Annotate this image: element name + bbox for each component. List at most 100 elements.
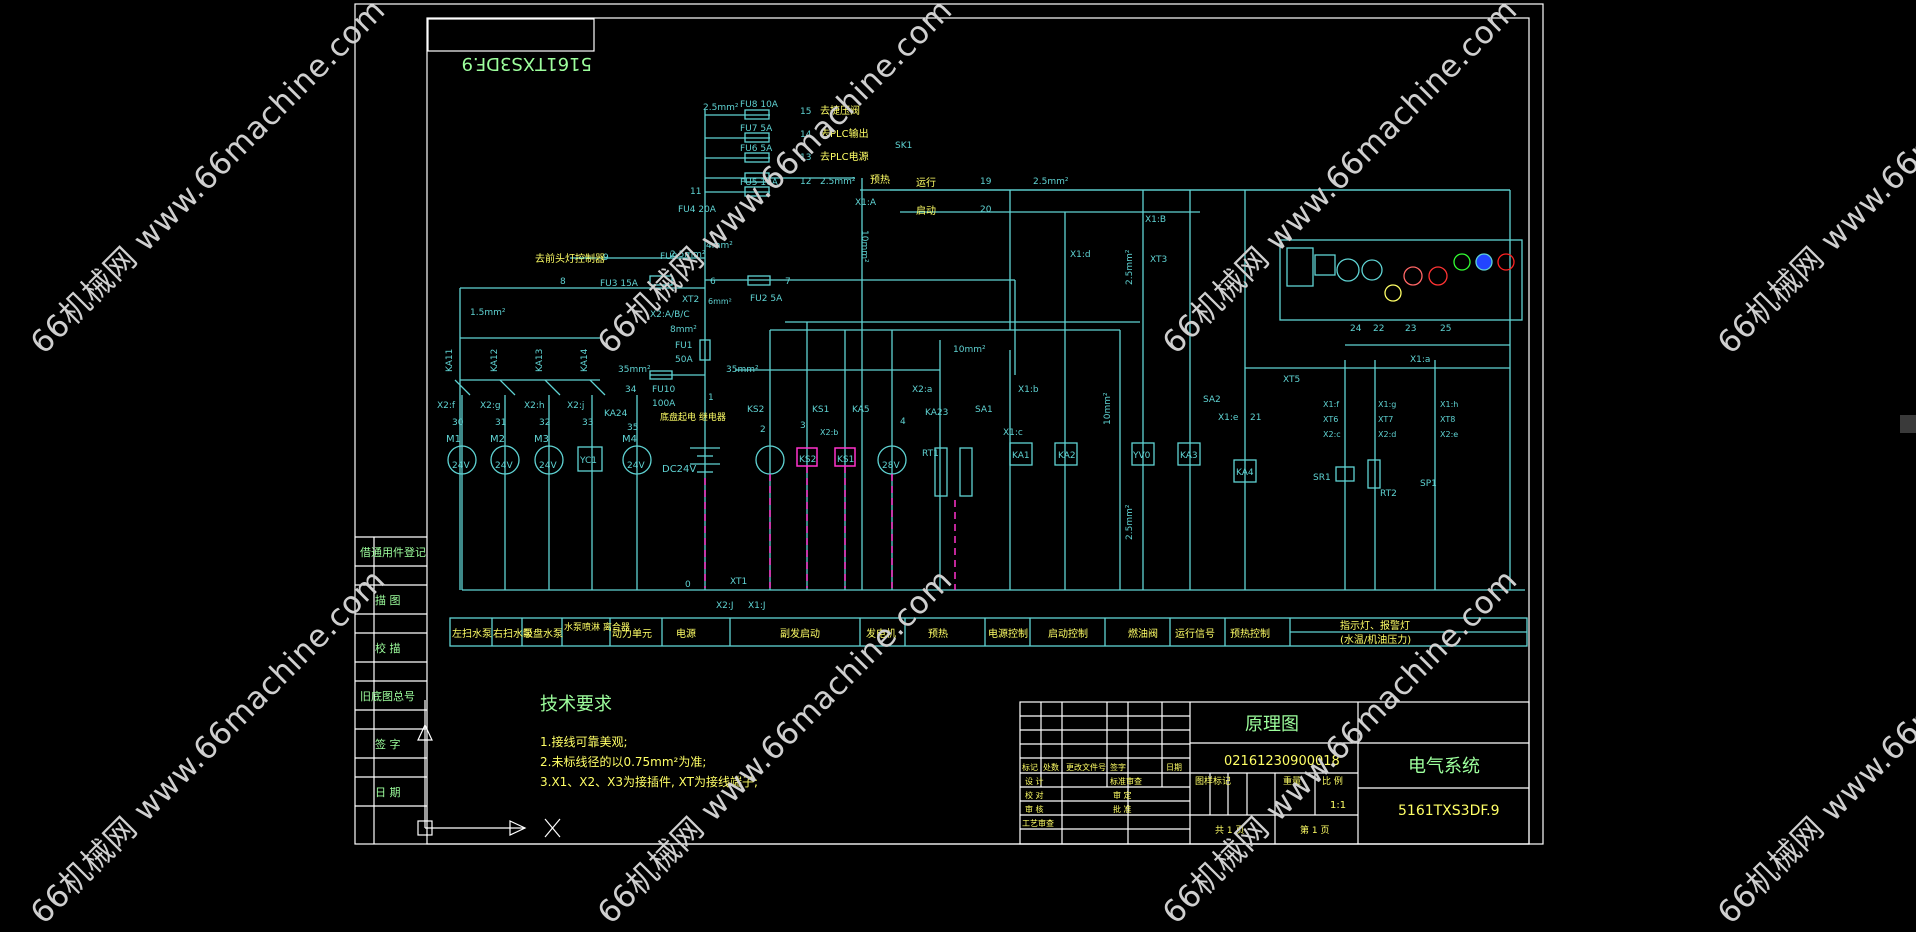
stage-header: 比 例 [1322, 775, 1343, 787]
wire-no: 13 [800, 153, 811, 163]
fuse-name: FU1 [675, 341, 693, 351]
wire-no: 30 [452, 418, 464, 428]
coil-name: YC1 [579, 456, 597, 466]
sensor-label: SP1 [1420, 479, 1437, 489]
technical-requirements: 技术要求 1.接线可靠美观; 2.未标线径的以0.75mm²为准; 3.X1、X… [540, 694, 758, 789]
stamp-label: 描 图 [375, 593, 401, 607]
sig-header: 更改文件号 [1066, 762, 1106, 772]
connector: X2:a [912, 385, 932, 395]
wire-no: 15 [800, 107, 811, 117]
wire-no: 34 [625, 385, 637, 395]
switch-label: SA1 [975, 405, 993, 415]
fuse-label: FU3 15A [600, 279, 639, 289]
wire-no: 22 [1373, 324, 1384, 334]
connector: X1:e [1218, 413, 1239, 423]
coil-name: KA3 [1180, 451, 1198, 461]
function-label: 左扫水泵 [452, 627, 492, 640]
wire-no: 32 [539, 418, 550, 428]
wire-size: 2.5mm² [703, 103, 739, 113]
wire-no: 14 [800, 130, 812, 140]
wire-no: 6 [710, 277, 716, 287]
relay-label: KA13 [535, 349, 545, 372]
ucs-icon [417, 700, 561, 838]
motor-symbol [447, 445, 477, 475]
coil-name: KA2 [1058, 451, 1076, 461]
switch-pos: 预热 [870, 173, 890, 186]
wire-size: 2.5mm² [670, 250, 706, 260]
rt2-sensor [1367, 459, 1381, 489]
wire-no: 35 [627, 423, 638, 433]
relay-label: KA14 [580, 348, 590, 372]
wire-no: 19 [980, 177, 992, 187]
battery-label: DC24V [662, 464, 696, 475]
relay-label: KA5 [852, 405, 870, 415]
drawing-number: 02161230900018 [1224, 754, 1340, 769]
relay-label: KA11 [445, 349, 455, 372]
connector: KA24 [604, 409, 628, 419]
mirrored-code-box [427, 18, 595, 52]
fuse-rating: 100A [652, 399, 676, 409]
role-right: 审 定 [1113, 790, 1132, 800]
function-label: 预热 [928, 627, 948, 640]
connector: X1:B [1145, 215, 1166, 225]
role-right: 批 准 [1113, 804, 1132, 814]
starter-section: KS2 KS1 KA5 KS2 KS1 28V X2:b KA23 RT1 X2… [685, 321, 1140, 611]
relay-label: KA23 [925, 408, 948, 418]
inner-frame [426, 17, 1530, 845]
fuse-dest: 去前头灯控制器 [535, 252, 605, 265]
wire-no: 21 [1250, 413, 1261, 423]
sheet-total: 共 1 页 [1215, 825, 1244, 836]
wire-no: 3 [800, 421, 806, 431]
sig-header: 签字 [1110, 762, 1126, 772]
connector: X2:b [820, 428, 838, 437]
fuse-dest: 去PLC输出 [820, 127, 869, 140]
fuse-rating: 50A [675, 355, 693, 365]
heater-rt1b [959, 447, 973, 497]
function-label: 燃油阀 [1128, 627, 1158, 640]
sig-header: 标记 [1022, 762, 1038, 772]
connector: X2:c [1323, 430, 1341, 439]
switch-label: SA2 [1203, 395, 1221, 405]
wire-no: 7 [785, 277, 791, 287]
relay-label: KA12 [490, 349, 500, 372]
vertical-wire-labels: 10mm² 2.5mm² 2.5mm² 10mm² [859, 230, 1135, 540]
motor-volt: 24V [495, 461, 513, 471]
connector: X2:g [480, 401, 501, 411]
ka2-coil [1054, 442, 1078, 466]
function-label: 启动控制 [1048, 627, 1088, 640]
connector: X2:J [716, 601, 734, 611]
scrollbar-thumb[interactable] [1900, 415, 1916, 433]
coil-symbol [577, 446, 603, 472]
role-left: 工艺审查 [1022, 818, 1054, 828]
function-label: 运行信号 [1175, 627, 1215, 640]
fuse-label: FU6 5A [740, 144, 773, 154]
terminal: XT7 [1378, 415, 1393, 424]
stamp-label: 签 字 [375, 737, 401, 751]
connector: X2:j [567, 401, 584, 411]
wire-size: 2.5mm² [1033, 177, 1069, 187]
wire-no: 8 [560, 277, 566, 287]
wire-size: 6mm² [708, 297, 732, 306]
fuse-dest: 去捷压阀 [820, 104, 860, 117]
fuse-label: FU9 [660, 252, 678, 262]
connector: X1:f [1323, 400, 1339, 409]
connector: X1:A [855, 198, 877, 208]
wire-size: 2.5mm² [1125, 249, 1135, 285]
stamp-label: 旧底图总号 [360, 689, 415, 703]
wire-no: 33 [582, 418, 593, 428]
function-label: 预热控制 [1230, 627, 1270, 640]
function-label: (水温/机油压力) [1340, 633, 1411, 646]
fuse-label: FU4 20A [678, 205, 717, 215]
drawing-name: 原理图 [1245, 714, 1299, 735]
motor-symbol [622, 445, 652, 475]
wire-size: 8mm² [670, 325, 697, 335]
function-label: 副发启动 [780, 627, 820, 640]
sensor-label: RT2 [1380, 489, 1397, 499]
stamp-label: 日 期 [375, 786, 401, 799]
function-label: 吸盘水泵 [523, 627, 563, 640]
stamp-label: 校 描 [375, 641, 401, 655]
wire-no: 2 [760, 425, 766, 435]
stamp-label: 借通用件登记 [360, 545, 426, 559]
switch-pos: 启动 [916, 204, 936, 217]
terminal: XT1 [730, 577, 747, 587]
